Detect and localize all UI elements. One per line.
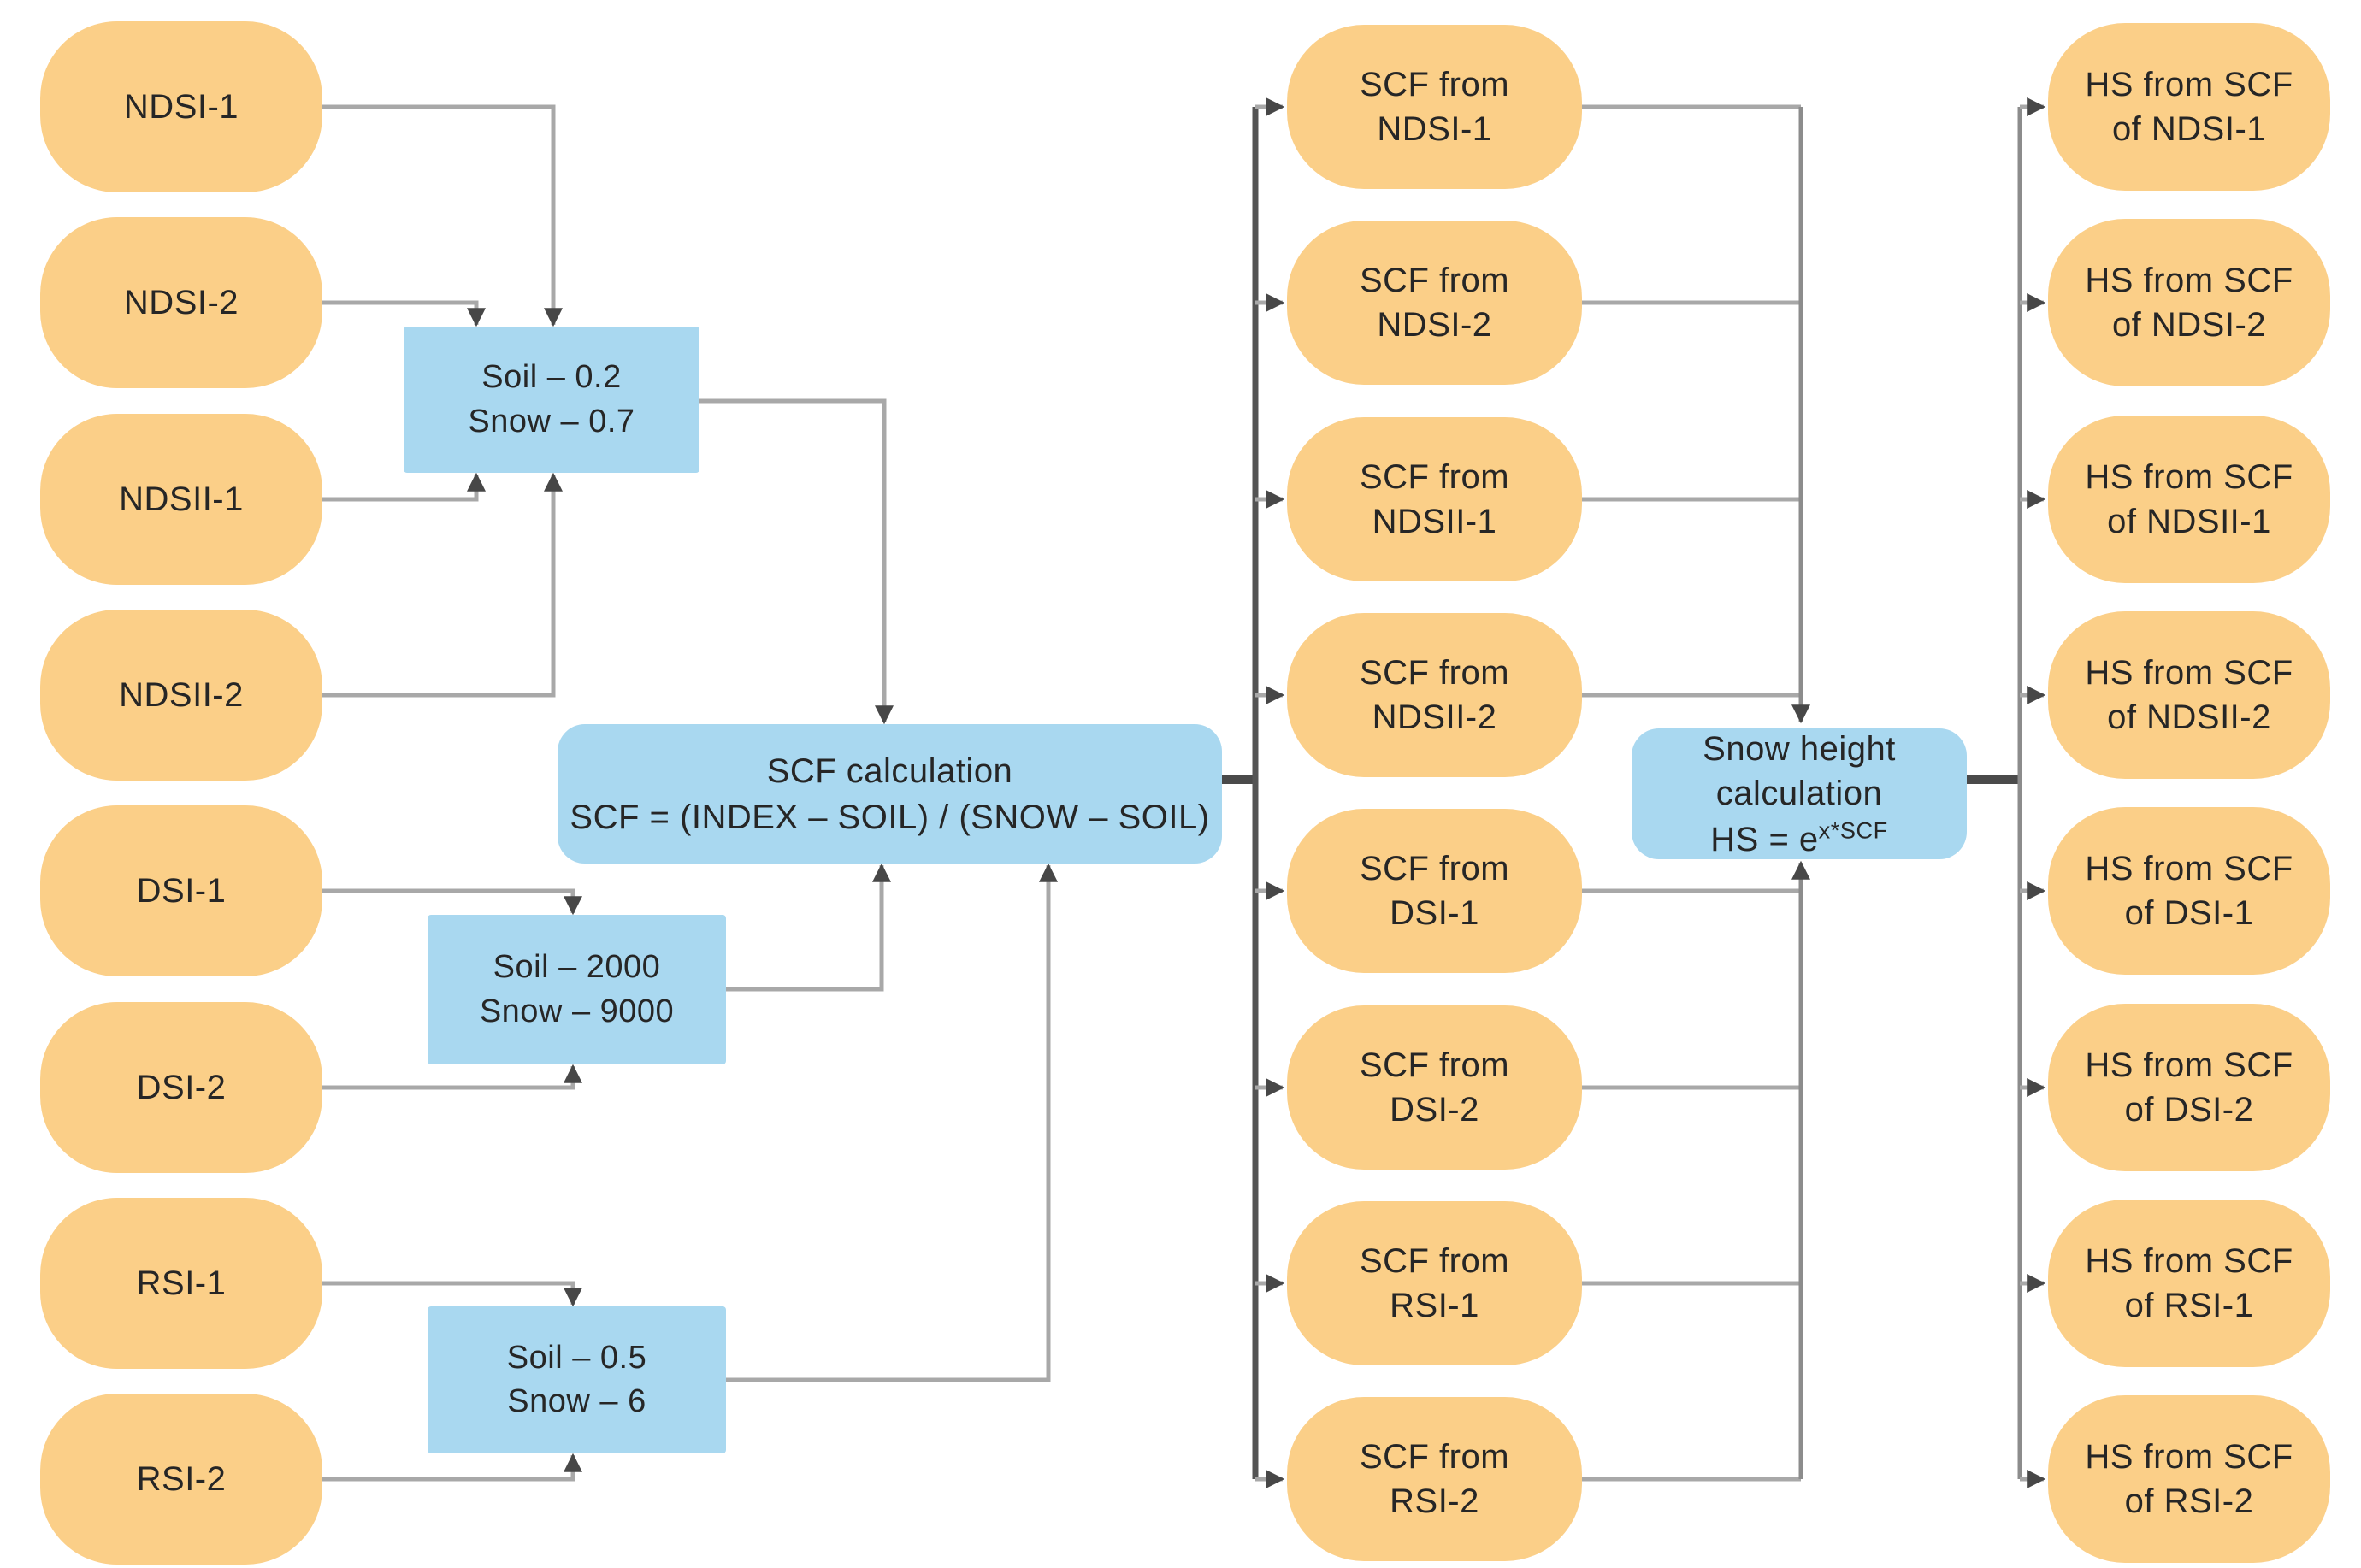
- node-label: NDSII-2: [119, 676, 244, 714]
- edge-threshold1-to-scfbox: [699, 398, 894, 725]
- threshold-soil-value: Soil – 0.5: [506, 1339, 647, 1376]
- snow-box-line1: Snow height: [1703, 729, 1896, 768]
- node-hs-from-scf-ndsi-2: HS from SCF of NDSI-2: [2048, 219, 2330, 386]
- edge-dsi1-to-threshold2: [322, 888, 582, 916]
- node-label-line2: NDSI-2: [1377, 306, 1492, 344]
- snow-height-calculation-box: Snow height calculation HS = ex*SCF: [1632, 728, 1967, 859]
- node-label: RSI-1: [136, 1264, 227, 1302]
- node-label-line2: NDSII-1: [1372, 503, 1497, 540]
- edge-threshold3-to-scfbox: [726, 863, 1058, 1382]
- node-label-line1: SCF from: [1359, 850, 1510, 887]
- node-label-line1: HS from SCF: [2085, 66, 2293, 103]
- edge-threshold2-to-scfbox: [726, 863, 891, 992]
- node-label-line2: RSI-2: [1390, 1483, 1479, 1520]
- node-label: DSI-1: [136, 872, 227, 910]
- node-label-line2: of RSI-2: [2124, 1483, 2254, 1520]
- node-label: NDSII-1: [119, 480, 244, 518]
- node-ndsii-1: NDSII-1: [40, 414, 322, 585]
- threshold-box-dsi: Soil – 2000 Snow – 9000: [428, 915, 726, 1064]
- node-label-line1: HS from SCF: [2085, 654, 2293, 692]
- scf-box-formula: SCF = (INDEX – SOIL) / (SNOW – SOIL): [570, 798, 1210, 836]
- node-ndsi-1: NDSI-1: [40, 21, 322, 192]
- threshold-box-rsi: Soil – 0.5 Snow – 6: [428, 1306, 726, 1453]
- node-label-line2: DSI-1: [1390, 894, 1479, 932]
- node-label-line1: SCF from: [1359, 654, 1510, 692]
- node-label-line2: DSI-2: [1390, 1091, 1479, 1129]
- node-label-line1: HS from SCF: [2085, 458, 2293, 496]
- node-hs-from-scf-ndsii-1: HS from SCF of NDSII-1: [2048, 416, 2330, 583]
- node-label-line1: HS from SCF: [2085, 262, 2293, 299]
- node-label-line1: SCF from: [1359, 1242, 1510, 1280]
- node-label-line1: SCF from: [1359, 262, 1510, 299]
- threshold-box-ndsi: Soil – 0.2 Snow – 0.7: [404, 327, 699, 473]
- node-label-line1: SCF from: [1359, 66, 1510, 103]
- threshold-snow-value: Snow – 0.7: [468, 403, 635, 439]
- node-label-line2: of NDSII-1: [2107, 503, 2271, 540]
- snow-formula-exponent: x*SCF: [1818, 816, 1888, 844]
- node-hs-from-scf-dsi-1: HS from SCF of DSI-1: [2048, 807, 2330, 975]
- node-hs-from-scf-rsi-2: HS from SCF of RSI-2: [2048, 1395, 2330, 1563]
- node-label-line1: HS from SCF: [2085, 1046, 2293, 1084]
- node-label-line1: HS from SCF: [2085, 1242, 2293, 1280]
- snow-box-line2: calculation: [1715, 774, 1883, 812]
- node-label-line1: SCF from: [1359, 458, 1510, 496]
- node-ndsi-2: NDSI-2: [40, 217, 322, 388]
- node-label-line2: NDSI-1: [1377, 110, 1492, 148]
- threshold-soil-value: Soil – 2000: [493, 949, 661, 986]
- node-label-line2: RSI-1: [1390, 1287, 1479, 1324]
- node-label-line2: of DSI-2: [2124, 1091, 2254, 1129]
- edge-dsi2-to-threshold2: [322, 1064, 582, 1090]
- node-rsi-1: RSI-1: [40, 1198, 322, 1369]
- node-label-line1: HS from SCF: [2085, 850, 2293, 887]
- node-label-line2: of DSI-1: [2124, 894, 2254, 932]
- scf-calculation-box: SCF calculation SCF = (INDEX – SOIL) / (…: [558, 724, 1222, 864]
- threshold-snow-value: Snow – 9000: [479, 993, 675, 1029]
- node-hs-from-scf-ndsii-2: HS from SCF of NDSII-2: [2048, 611, 2330, 779]
- node-hs-from-scf-rsi-1: HS from SCF of RSI-1: [2048, 1200, 2330, 1367]
- threshold-snow-value: Snow – 6: [507, 1383, 646, 1419]
- node-label-line1: SCF from: [1359, 1046, 1510, 1084]
- node-label-line2: of NDSI-2: [2111, 306, 2267, 344]
- edge-rsi1-to-threshold3: [322, 1281, 582, 1307]
- node-label-line2: of RSI-1: [2124, 1287, 2254, 1324]
- node-hs-from-scf-ndsi-1: HS from SCF of NDSI-1: [2048, 23, 2330, 191]
- node-dsi-1: DSI-1: [40, 805, 322, 976]
- edge-ndsii1-to-threshold1: [322, 472, 486, 502]
- node-rsi-2: RSI-2: [40, 1394, 322, 1565]
- node-ndsii-2: NDSII-2: [40, 610, 322, 781]
- snow-formula-base: HS = e: [1710, 820, 1819, 858]
- node-label-line1: SCF from: [1359, 1438, 1510, 1476]
- node-label: RSI-2: [136, 1460, 227, 1498]
- node-hs-from-scf-dsi-2: HS from SCF of DSI-2: [2048, 1004, 2330, 1171]
- node-dsi-2: DSI-2: [40, 1002, 322, 1173]
- scf-box-title: SCF calculation: [766, 752, 1013, 790]
- node-label: NDSI-2: [123, 284, 239, 321]
- edge-ndsi2-to-threshold1: [322, 300, 486, 327]
- snow-box-formula: HS = ex*SCF: [1710, 817, 1887, 862]
- node-label-line1: HS from SCF: [2085, 1438, 2293, 1476]
- edge-ndsii2-to-threshold1: [322, 472, 563, 698]
- node-label-line2: of NDSII-2: [2107, 699, 2271, 736]
- node-label-line2: NDSII-2: [1372, 699, 1497, 736]
- node-label: DSI-2: [136, 1069, 227, 1106]
- threshold-soil-value: Soil – 0.2: [481, 359, 622, 396]
- node-label-line2: of NDSI-1: [2111, 110, 2267, 148]
- node-label: NDSI-1: [123, 88, 239, 126]
- edge-rsi2-to-threshold3: [322, 1453, 582, 1482]
- edge-ndsi1-to-threshold1: [322, 104, 563, 327]
